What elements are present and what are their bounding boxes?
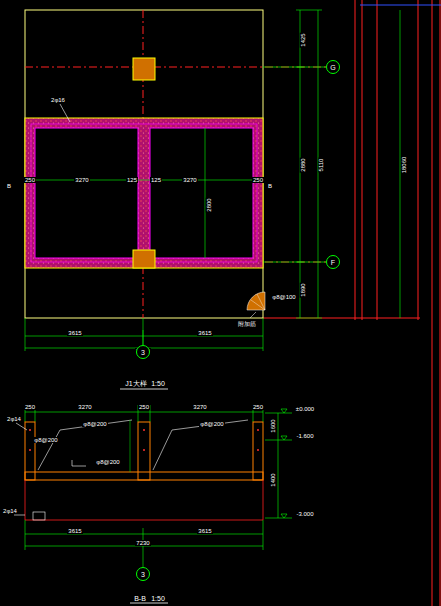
- dimension-label: 125: [126, 177, 138, 183]
- axis-label: 3: [141, 349, 145, 356]
- dimension-label: φ8@200: [33, 437, 58, 443]
- dimension-label: 3270: [74, 177, 89, 183]
- dimension-label: 250: [24, 177, 36, 183]
- dimension-label: B: [6, 183, 12, 189]
- dimension-label: 3270: [192, 404, 207, 410]
- axis-label: F: [331, 259, 335, 266]
- dimension-label: 1:50: [150, 380, 166, 387]
- dimension-label: 7230: [135, 540, 150, 546]
- axis-label: G: [330, 64, 335, 71]
- dimension-label: φ8@200: [199, 421, 224, 427]
- dimension-label: 1425: [300, 32, 306, 47]
- dimension-label: 2φ14: [2, 508, 18, 514]
- dimension-label: 3615: [197, 528, 212, 534]
- axis-bubble: G: [326, 60, 340, 74]
- dimension-label: φ8@200: [95, 459, 120, 465]
- dimension-label: -3.000: [295, 511, 314, 517]
- dimension-label: 5110: [318, 158, 324, 173]
- dimension-label: 2800: [206, 197, 212, 212]
- dimension-label: 2φ16: [50, 97, 66, 103]
- dimension-label: B: [267, 183, 273, 189]
- dimension-label: φ8@100: [271, 294, 296, 300]
- axis-bubble: F: [326, 255, 340, 269]
- dimension-label: 附加筋: [237, 321, 257, 327]
- dimension-label: φ8@200: [82, 421, 107, 427]
- dimension-label: 250: [252, 177, 264, 183]
- dimension-label: ±0.000: [295, 406, 315, 412]
- dimension-label: -1.600: [295, 433, 314, 439]
- dimension-label: B-B: [133, 595, 147, 602]
- dimension-label: 250: [24, 404, 36, 410]
- axis-bubble: 3: [136, 345, 150, 359]
- axis-bubble: 3: [136, 567, 150, 581]
- dimension-label: 125: [150, 177, 162, 183]
- dimension-label: 2880: [300, 157, 306, 172]
- dimension-label: 250: [252, 404, 264, 410]
- dimension-label: 1400: [270, 472, 276, 487]
- dimension-label: 18060: [401, 156, 407, 175]
- dimension-label: 250: [138, 404, 150, 410]
- dimension-label: 2φ14: [6, 416, 22, 422]
- dimension-label: 1890: [300, 282, 306, 297]
- dimension-label: 1:50: [150, 595, 166, 602]
- dimension-label: 3615: [67, 330, 82, 336]
- dimension-label: J1大样: [124, 380, 147, 387]
- dimension-label: 3270: [77, 404, 92, 410]
- dimension-label: 3615: [67, 528, 82, 534]
- dimension-label: 1600: [270, 418, 276, 433]
- dimension-label: 3615: [197, 330, 212, 336]
- axis-label: 3: [141, 571, 145, 578]
- dimension-label: 3270: [182, 177, 197, 183]
